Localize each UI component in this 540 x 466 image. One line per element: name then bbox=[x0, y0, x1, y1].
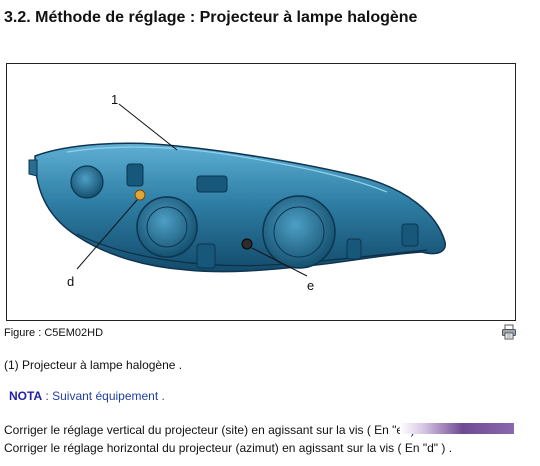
print-icon[interactable] bbox=[501, 324, 517, 340]
callout-d: d bbox=[67, 274, 75, 289]
nota-note: NOTA : Suivant équipement . bbox=[9, 389, 165, 403]
redaction-overlay bbox=[400, 423, 514, 434]
callout-e: e bbox=[307, 278, 315, 293]
item-projector: (1) Projecteur à lampe halogène . bbox=[4, 358, 183, 372]
callout-1: 1 bbox=[111, 92, 119, 107]
instruction-horizontal: Corriger le réglage horizontal du projec… bbox=[4, 441, 453, 455]
nota-label: NOTA bbox=[9, 389, 43, 403]
adjust-screw-d bbox=[134, 189, 146, 201]
headlamp-illustration bbox=[28, 103, 446, 277]
adjust-screw-e bbox=[241, 238, 253, 250]
headlamp-housing bbox=[34, 142, 446, 273]
leader-line-e bbox=[251, 247, 308, 277]
page-title: 3.2. Méthode de réglage : Projecteur à l… bbox=[4, 9, 418, 26]
leader-line-d bbox=[76, 199, 138, 270]
nota-text: : Suivant équipement . bbox=[42, 389, 165, 403]
figure-caption: Figure : C5EM02HD bbox=[4, 327, 104, 339]
headlamp-figure: 1 d e bbox=[6, 63, 516, 321]
leader-line-1 bbox=[118, 103, 178, 151]
instruction-vertical: Corriger le réglage vertical du projecte… bbox=[4, 423, 422, 437]
low-beam-lens bbox=[136, 196, 198, 258]
